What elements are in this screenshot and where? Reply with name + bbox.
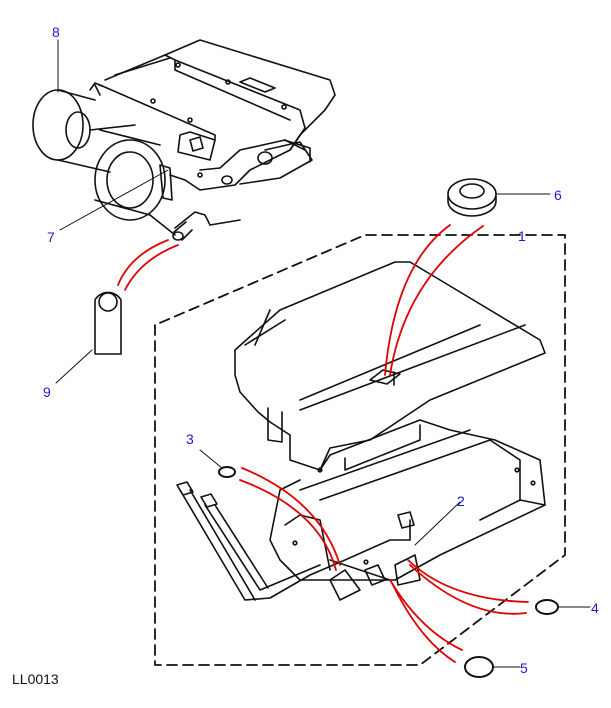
callout-4[interactable]: 4 — [591, 600, 599, 616]
drain-tube-elbow-illustration — [94, 291, 122, 355]
callout-8[interactable]: 8 — [52, 24, 60, 40]
callout-5[interactable]: 5 — [520, 660, 528, 676]
callout-leaders — [55, 39, 591, 668]
grommet-illustration — [447, 178, 497, 217]
callout-2[interactable]: 2 — [457, 493, 465, 509]
large-o-ring-illustration — [464, 656, 494, 678]
highlight-leaders — [117, 224, 529, 663]
callout-9[interactable]: 9 — [43, 384, 51, 400]
callout-1[interactable]: 1 — [518, 228, 526, 244]
callout-3[interactable]: 3 — [186, 431, 194, 447]
small-o-ring-illustration — [218, 466, 236, 478]
callout-6[interactable]: 6 — [554, 187, 562, 203]
o-ring-illustration — [535, 599, 559, 615]
callout-7[interactable]: 7 — [47, 229, 55, 245]
diagram-reference-code: LL0013 — [12, 671, 59, 687]
assembly-boundary — [154, 234, 566, 666]
heater-unit-illustration — [32, 39, 336, 241]
cover-assembly-illustration — [176, 261, 546, 601]
